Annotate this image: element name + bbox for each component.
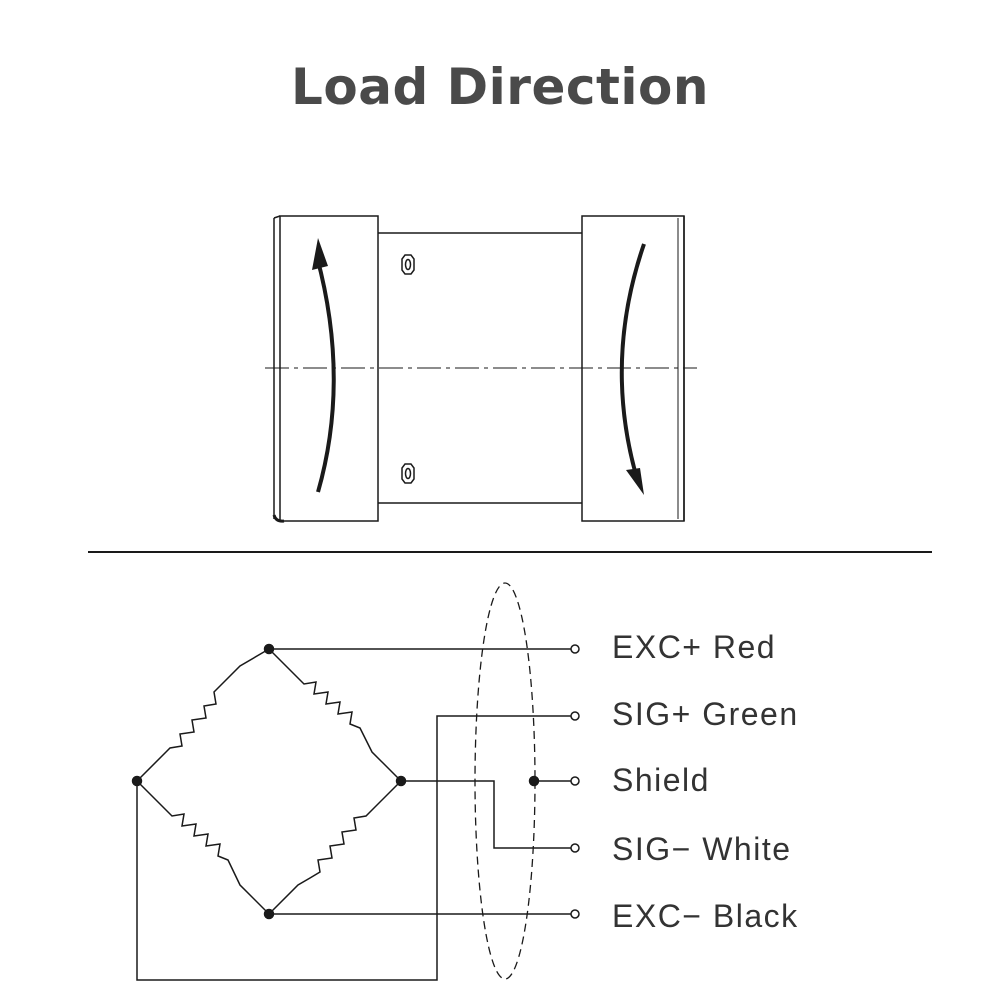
wheatstone-bridge bbox=[131, 582, 580, 981]
terminal-exc-plus bbox=[570, 644, 580, 654]
resistor-bottom-right bbox=[268, 780, 402, 915]
mounting-hole-icon bbox=[401, 463, 415, 484]
shield-node bbox=[528, 775, 540, 787]
wire-sig-minus bbox=[401, 780, 575, 849]
terminal-exc-minus bbox=[570, 909, 580, 919]
wire-sig-plus bbox=[136, 715, 575, 981]
label-sig-minus: SIG− White bbox=[612, 831, 792, 867]
load-arrow-down-icon bbox=[619, 243, 646, 495]
center-body bbox=[378, 232, 582, 504]
terminal-sig-minus bbox=[570, 843, 580, 853]
label-exc-minus: EXC− Black bbox=[612, 898, 799, 934]
label-exc-plus: EXC+ Red bbox=[612, 629, 776, 665]
label-sig-plus: SIG+ Green bbox=[612, 696, 799, 732]
terminal-shield bbox=[570, 776, 580, 786]
load-arrow-up-icon bbox=[312, 238, 336, 493]
terminal-sig-plus bbox=[570, 711, 580, 721]
cable-shield-outline bbox=[474, 582, 536, 980]
mounting-hole-icon bbox=[401, 254, 415, 275]
resistor-bottom-left bbox=[136, 780, 270, 915]
page-title: Load Direction bbox=[291, 58, 709, 116]
wire-labels: EXC+ Red SIG+ Green Shield SIG− White EX… bbox=[612, 629, 799, 934]
label-shield: Shield bbox=[612, 762, 710, 798]
resistor-top-left bbox=[136, 648, 270, 782]
resistor-top-right bbox=[268, 648, 402, 782]
load-cell-drawing bbox=[265, 215, 697, 523]
